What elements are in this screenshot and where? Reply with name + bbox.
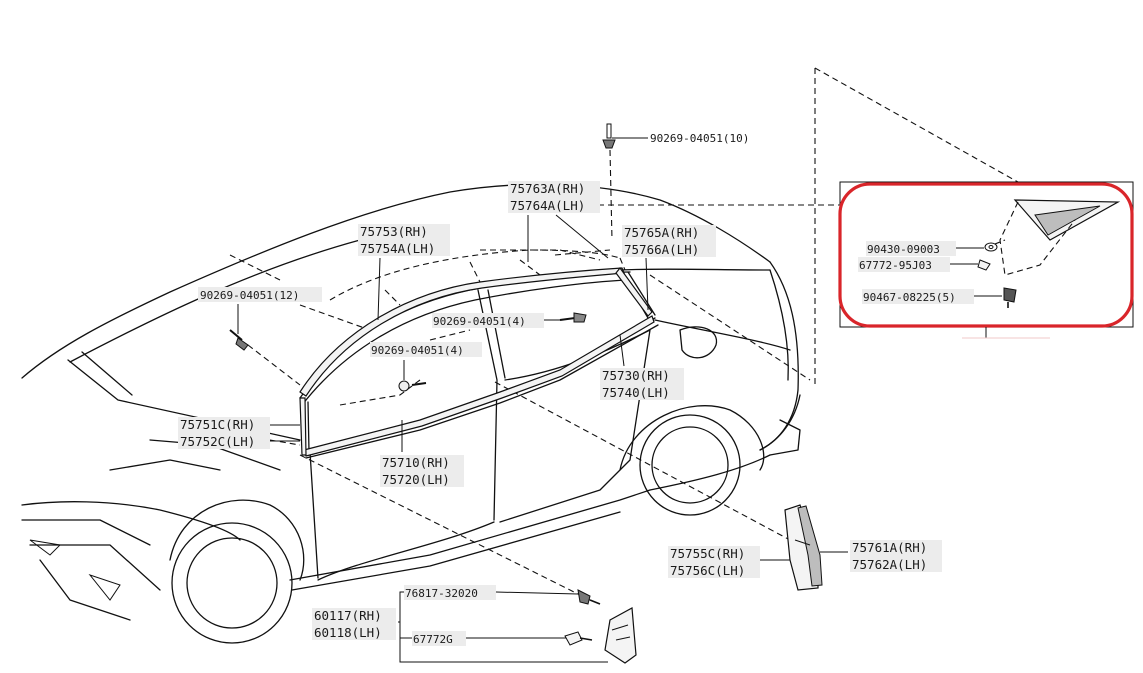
callout-75755c: 75755C(RH)	[670, 546, 745, 561]
mudguard-part	[604, 607, 637, 664]
callout-90269-10: 90269-04051(10)	[650, 132, 749, 145]
callout-90467: 90467-08225(5)	[863, 291, 956, 304]
pillar-garnish-part	[784, 504, 823, 591]
callout-75766a: 75766A(LH)	[624, 242, 699, 257]
callout-75752c: 75752C(LH)	[180, 434, 255, 449]
callout-75761a: 75761A(RH)	[852, 540, 927, 555]
callout-75764a: 75764A(LH)	[510, 198, 585, 213]
clip-screw-10	[602, 123, 616, 149]
callout-75763a: 75763A(RH)	[510, 181, 585, 196]
highlight-outline	[838, 182, 1134, 328]
callout-75753: 75753(RH)	[360, 224, 428, 239]
callout-90269-4b: 90269-04051(4)	[371, 344, 464, 357]
clip-screw-4b	[398, 380, 427, 392]
callout-75710: 75710(RH)	[382, 455, 450, 470]
callout-76817: 76817-32020	[405, 587, 478, 600]
callout-75765a: 75765A(RH)	[624, 225, 699, 240]
callout-labels: 90269-04051(10) 75763A(RH) 75764A(LH) 75…	[178, 132, 942, 663]
callout-75751c: 75751C(RH)	[180, 417, 255, 432]
callout-90269-12: 90269-04051(12)	[200, 289, 299, 302]
callout-60117: 60117(RH)	[314, 608, 382, 623]
callout-67772g: 67772G	[413, 633, 453, 646]
detail-inset: 90430-09003 67772-95J03 90467-08225(5)	[838, 181, 1134, 339]
callout-90430: 90430-09003	[867, 243, 940, 256]
callout-75754a: 75754A(LH)	[360, 241, 435, 256]
clip-screw-12	[229, 329, 249, 351]
clip-67772g	[564, 631, 593, 646]
clip-screw-4a	[559, 312, 587, 323]
callout-90269-4a: 90269-04051(4)	[433, 315, 526, 328]
dashed-leaders	[229, 67, 1051, 601]
callout-60118: 60118(LH)	[314, 625, 382, 640]
callout-75762a: 75762A(LH)	[852, 557, 927, 572]
callout-67772-95j03: 67772-95J03	[859, 259, 932, 272]
callout-75720: 75720(LH)	[382, 472, 450, 487]
door-frame-moldings	[299, 267, 655, 457]
clip-76817	[577, 589, 601, 605]
callout-75740: 75740(LH)	[602, 385, 670, 400]
callout-75730: 75730(RH)	[602, 368, 670, 383]
callout-75756c: 75756C(LH)	[670, 563, 745, 578]
